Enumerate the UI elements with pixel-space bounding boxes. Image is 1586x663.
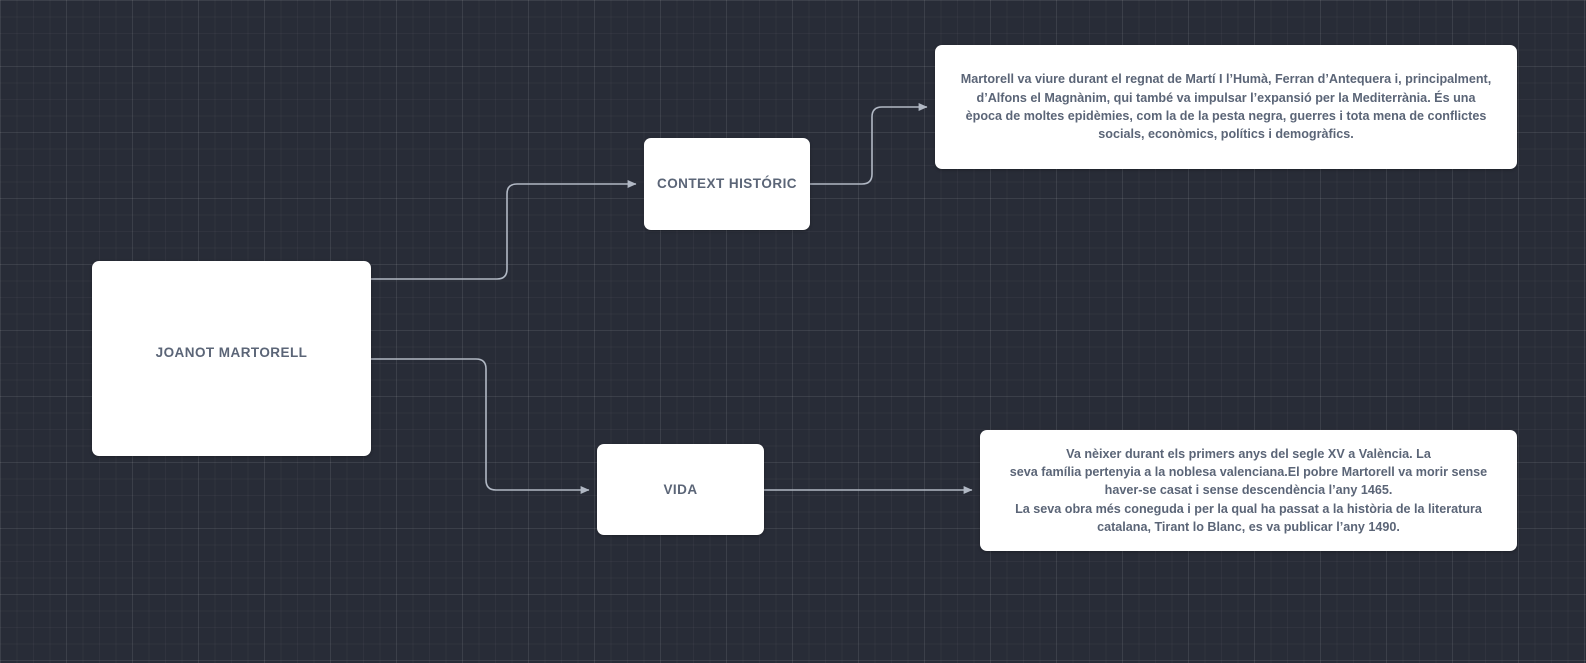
edge-context-to-note [810,103,928,185]
node-context-label: CONTEXT HISTÓRIC [657,176,797,192]
note-vida[interactable]: Va nèixer durant els primers anys del se… [980,430,1517,551]
node-context-historic[interactable]: CONTEXT HISTÓRIC [644,138,810,230]
node-vida[interactable]: VIDA [597,444,764,535]
node-joanot-martorell[interactable]: JOANOT MARTORELL [92,261,371,456]
node-vida-label: VIDA [663,481,698,497]
note-vida-line-2: seva família pertenyia a la noblesa vale… [1009,464,1488,498]
note-vida-line-1: Va nèixer durant els primers anys del se… [1066,446,1431,461]
note-vida-line-3: La seva obra més coneguda i per la qual … [1015,501,1482,535]
edge-root-to-context [371,180,637,280]
edge-root-to-vida [371,358,590,494]
node-root-label: JOANOT MARTORELL [155,344,308,360]
note-context-historic[interactable]: Martorell va viure durant el regnat de M… [935,45,1517,169]
note-context-text: Martorell va viure durant el regnat de M… [960,72,1492,142]
